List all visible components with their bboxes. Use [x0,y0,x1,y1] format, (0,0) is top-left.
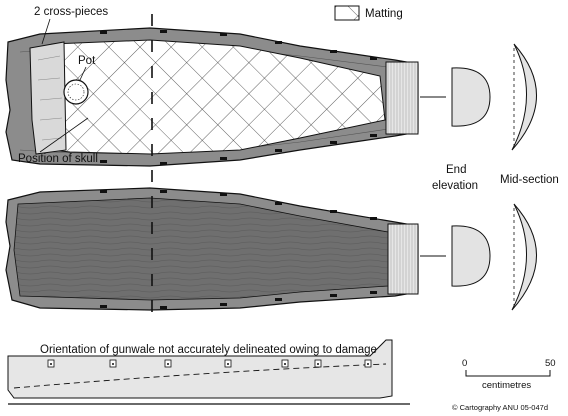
legend: Matting [334,5,403,21]
scale-end-label: 50 [545,358,556,369]
scale-bar: 0 50 centimetres [462,358,556,391]
matting-area [51,39,386,155]
legend-matting-label: Matting [365,8,403,20]
gunwale-side-view [7,339,393,399]
end-elevation-lower [420,225,491,287]
label-gunwale-note: Orientation of gunwale not accurately de… [40,344,377,356]
scale-unit-label: centimetres [482,380,531,391]
pot-icon [63,79,89,105]
credit-text: © Cartography ANU 05-047d [452,403,548,412]
label-end-line1: End [446,164,466,176]
lower-end-block [387,223,419,295]
end-elevation-top [420,67,491,127]
label-end-line2: elevation [432,180,478,192]
label-skull: Position of skull [18,153,98,165]
scale-start-label: 0 [462,358,467,369]
cross-piece [29,41,67,155]
top-end-block [385,61,419,135]
label-cross-pieces: 2 cross-pieces [34,6,108,18]
label-mid-section: Mid-section [500,174,559,186]
lower-hull-interior [13,197,389,301]
lower-plan-view [5,187,419,311]
crosshatch-swatch [334,5,360,21]
top-plan-view [5,27,419,167]
label-pot: Pot [78,55,96,67]
mid-section-lower [511,203,537,311]
mid-section-top [511,43,537,151]
